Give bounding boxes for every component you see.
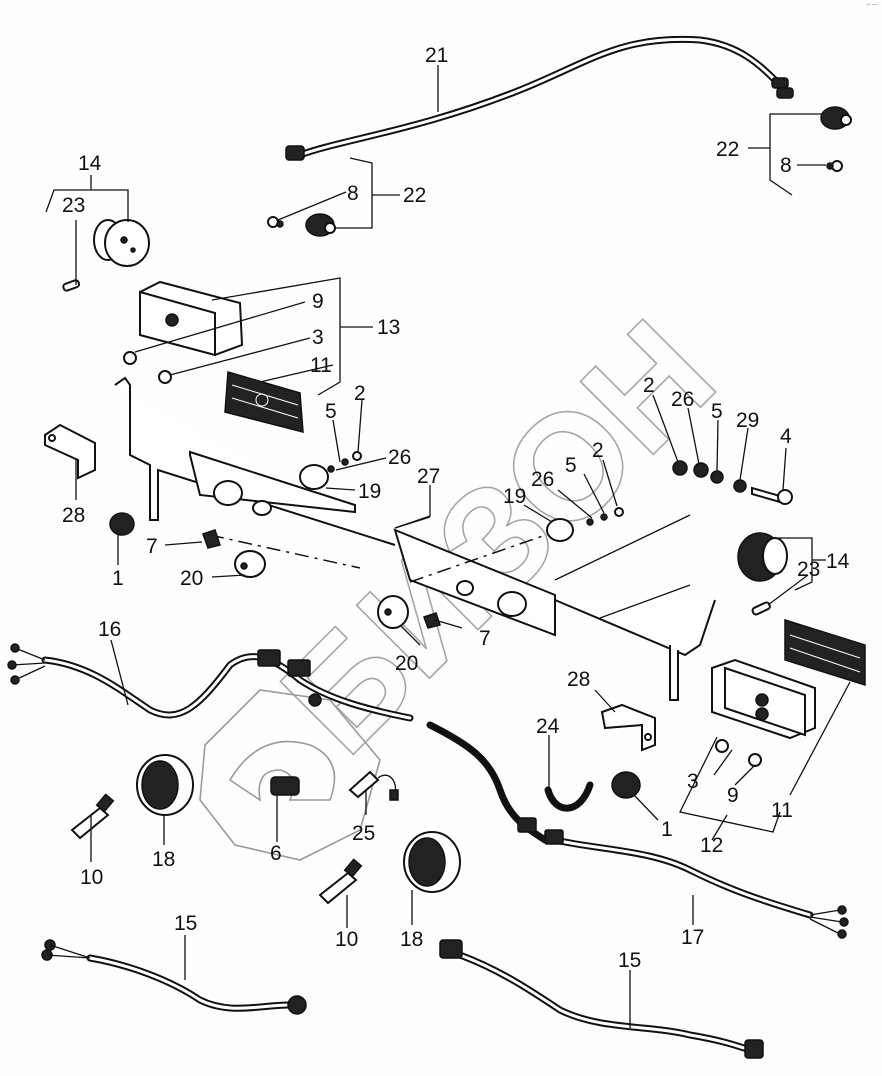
callout-7-left: 7 [146,535,158,558]
callout-5-right: 5 [711,400,723,423]
callout-27: 27 [417,465,440,488]
callout-2-center: 2 [592,439,604,462]
lamp-assembly-22-right [820,106,852,172]
wiring-harness-17 [426,721,849,939]
callout-1-left: 1 [112,567,124,590]
hardware-group-center [377,507,624,629]
hardware-group-left [109,451,362,578]
callout-labels: 21 22 8 22 8 14 23 9 3 13 11 5 2 26 19 2… [62,44,850,972]
lamp-assembly-22-left [267,213,336,237]
hardware-group-right [672,460,793,505]
plug-1-right [611,771,641,799]
callout-9-right: 9 [727,784,739,807]
round-marker-lamp-14-left [62,219,150,292]
cable-clip-24 [544,781,594,812]
callout-7-center: 7 [479,627,491,650]
lens-11-right [784,618,866,687]
callout-18-left: 18 [152,848,175,871]
callout-26-right: 26 [671,388,694,411]
cable-15-right [439,939,764,1059]
callout-22-right: 22 [716,138,739,161]
watermark-logo [199,689,381,861]
callout-12: 12 [700,834,723,857]
callout-21: 21 [425,44,448,67]
rear-lamp-12-right [711,658,816,767]
headlamp-18-center [403,831,461,893]
callout-18-center: 18 [400,928,423,951]
callout-11-left: 11 [310,354,332,377]
callout-19-left: 19 [358,480,381,503]
callout-11-right: 11 [771,799,793,822]
light-bar-frame [114,376,716,701]
wiring-harness-21 [285,35,794,161]
callout-15-right: 15 [618,949,641,972]
callout-26-left: 26 [388,446,411,469]
callout-10-center: 10 [335,928,358,951]
callout-17: 17 [681,926,704,949]
leader-lines [45,65,851,1028]
callout-14-left: 14 [78,152,102,175]
callout-16: 16 [98,618,121,641]
callout-3-right: 3 [687,770,699,793]
bracket-28-right [600,703,656,752]
callout-5-left: 5 [325,400,337,423]
callout-14-right: 14 [826,550,850,573]
callout-23-left: 23 [62,194,85,217]
callout-13: 13 [377,316,400,339]
callout-20-left: 20 [180,567,203,590]
bulb-socket-25 [348,770,399,801]
callout-15-left: 15 [174,912,197,935]
callout-23-right: 23 [797,558,820,581]
callout-4: 4 [780,425,792,448]
callout-22-left: 22 [403,184,426,207]
callout-29: 29 [736,409,759,432]
callout-10-left: 10 [80,866,103,889]
callout-19-center: 19 [503,485,526,508]
headlamp-bulb-10-center [318,858,363,905]
headlamp-bulb-10-left [70,793,115,840]
callout-2-left: 2 [354,382,366,405]
connector-6 [270,776,300,796]
callout-25: 25 [352,822,375,845]
headlamp-18-left [136,754,194,816]
round-marker-lamp-14-right [737,532,788,616]
rear-lamp-13-left [123,280,244,384]
callout-24: 24 [536,715,560,738]
cable-15-left [41,939,307,1015]
callout-6: 6 [270,842,282,865]
callout-2-right: 2 [643,374,655,397]
callout-26-center: 26 [531,468,554,491]
callout-28-left: 28 [62,504,85,527]
callout-8-right: 8 [780,154,792,177]
wiring-harness-16 [7,643,414,722]
callout-3-left: 3 [312,326,324,349]
lens-11-left [224,371,304,433]
callout-20-center: 20 [395,652,418,675]
callout-9-left: 9 [312,290,324,313]
callout-28-right: 28 [567,668,590,691]
corner-mark: ⌐ --- [866,2,878,8]
bracket-28-left [44,423,96,480]
callout-5-center: 5 [565,454,577,477]
callout-8-left: 8 [347,182,359,205]
callout-1-right: 1 [661,818,673,841]
